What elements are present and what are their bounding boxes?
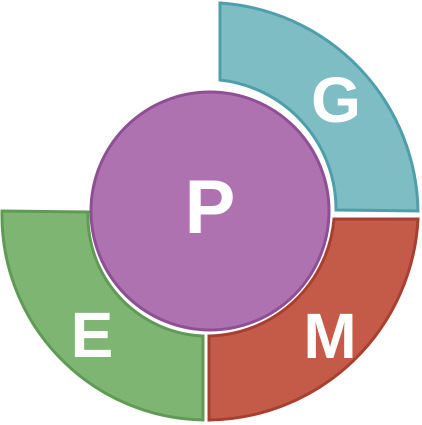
segment-e: E bbox=[0, 209, 205, 422]
segment-m: M bbox=[207, 217, 420, 422]
segment-g: G bbox=[218, 1, 420, 213]
center-circle bbox=[89, 90, 331, 332]
segment-g-shape bbox=[218, 1, 420, 213]
segment-m-label: M bbox=[303, 300, 356, 372]
segment-e-shape bbox=[0, 209, 205, 422]
segment-m-shape bbox=[207, 217, 420, 422]
segment-g-label: G bbox=[311, 64, 361, 136]
segment-e-label: E bbox=[71, 299, 114, 371]
center-label: P bbox=[185, 165, 236, 250]
center-node: P bbox=[89, 90, 331, 332]
